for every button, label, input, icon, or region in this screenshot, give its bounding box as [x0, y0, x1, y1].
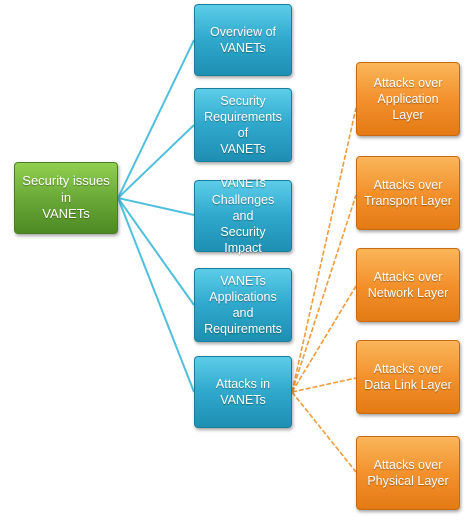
connector-attack-4 — [291, 391, 357, 473]
topic-node-applications: VANETs Applications and Requirements — [194, 268, 292, 342]
topic-node-security-requirements: Security Requirements of VANETs — [194, 88, 292, 162]
connector-root-topic-0 — [117, 39, 195, 199]
topic-label: Security Requirements of VANETs — [204, 93, 282, 157]
attack-node-network-layer: Attacks over Network Layer — [356, 248, 460, 322]
attack-node-application-layer: Attacks over Application Layer — [356, 62, 460, 136]
topic-label: Attacks in VANETs — [215, 376, 271, 407]
connector-attack-3 — [291, 377, 357, 393]
connector-attack-1 — [291, 194, 357, 393]
attack-node-transport-layer: Attacks over Transport Layer — [356, 156, 460, 230]
attack-label: Attacks over Physical Layer — [367, 457, 449, 488]
root-label: Security issues in VANETs — [22, 172, 110, 222]
topic-label: VANETs Applications and Requirements — [204, 273, 282, 337]
root-node: Security issues in VANETs — [14, 162, 118, 234]
connector-root-topic-3 — [117, 197, 195, 306]
topic-label: Overview of VANETs — [210, 24, 276, 55]
topic-node-overview: Overview of VANETs — [194, 4, 292, 76]
attack-label: Attacks over Transport Layer — [364, 177, 452, 208]
attack-label: Attacks over Network Layer — [367, 269, 449, 300]
connector-root-topic-1 — [117, 124, 195, 199]
attack-label: Attacks over Application Layer — [373, 75, 443, 123]
connector-attack-2 — [291, 285, 357, 393]
attack-node-physical-layer: Attacks over Physical Layer — [356, 436, 460, 510]
attack-node-data-link-layer: Attacks over Data Link Layer — [356, 340, 460, 414]
attack-label: Attacks over Data Link Layer — [364, 361, 452, 392]
topic-node-attacks: Attacks in VANETs — [194, 356, 292, 428]
topic-node-challenges: VANETs Challenges and Security Impact — [194, 176, 292, 255]
topic-label: VANETs Challenges and Security Impact — [211, 176, 275, 256]
connector-root-topic-2 — [117, 197, 195, 216]
connector-attack-0 — [291, 107, 357, 393]
connector-root-topic-4 — [117, 197, 195, 393]
